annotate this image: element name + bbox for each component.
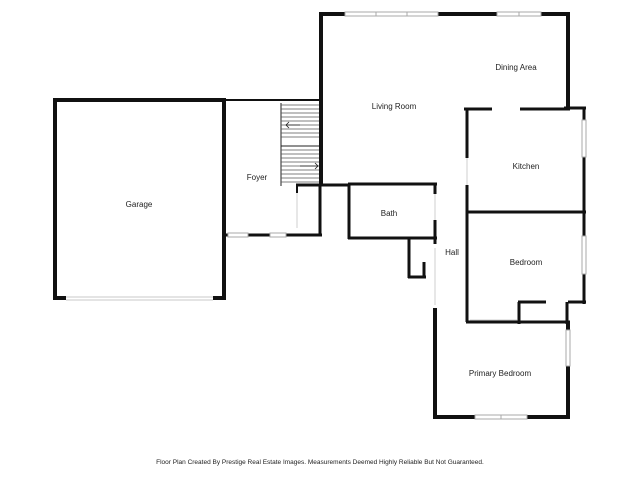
kitchen	[465, 106, 587, 214]
window	[565, 329, 571, 367]
stair-arrow-icon	[300, 162, 319, 170]
room-label-bath: Bath	[381, 209, 397, 218]
room-label-foyer: Foyer	[247, 173, 268, 182]
stair-arrow-icon	[285, 121, 300, 129]
window	[581, 119, 587, 158]
bedroom	[465, 212, 587, 324]
bath	[347, 182, 437, 240]
foyer	[226, 99, 348, 238]
window	[227, 232, 249, 238]
garage	[53, 98, 226, 301]
room-label-kitchen: Kitchen	[513, 162, 540, 171]
primary-bedroom	[433, 308, 571, 420]
window	[269, 232, 287, 238]
window	[581, 235, 587, 275]
living-dining-area	[319, 11, 570, 186]
room-label-living-room: Living Room	[372, 102, 417, 111]
room-label-primary-bedroom: Primary Bedroom	[469, 369, 532, 378]
room-label-hall: Hall	[445, 248, 459, 257]
room-label-dining-area: Dining Area	[495, 63, 537, 72]
hall	[407, 239, 437, 305]
room-label-bedroom: Bedroom	[510, 258, 543, 267]
room-label-garage: Garage	[126, 200, 153, 209]
disclaimer-text: Floor Plan Created By Prestige Real Esta…	[156, 459, 484, 466]
window	[344, 11, 439, 17]
stairs	[280, 103, 321, 186]
